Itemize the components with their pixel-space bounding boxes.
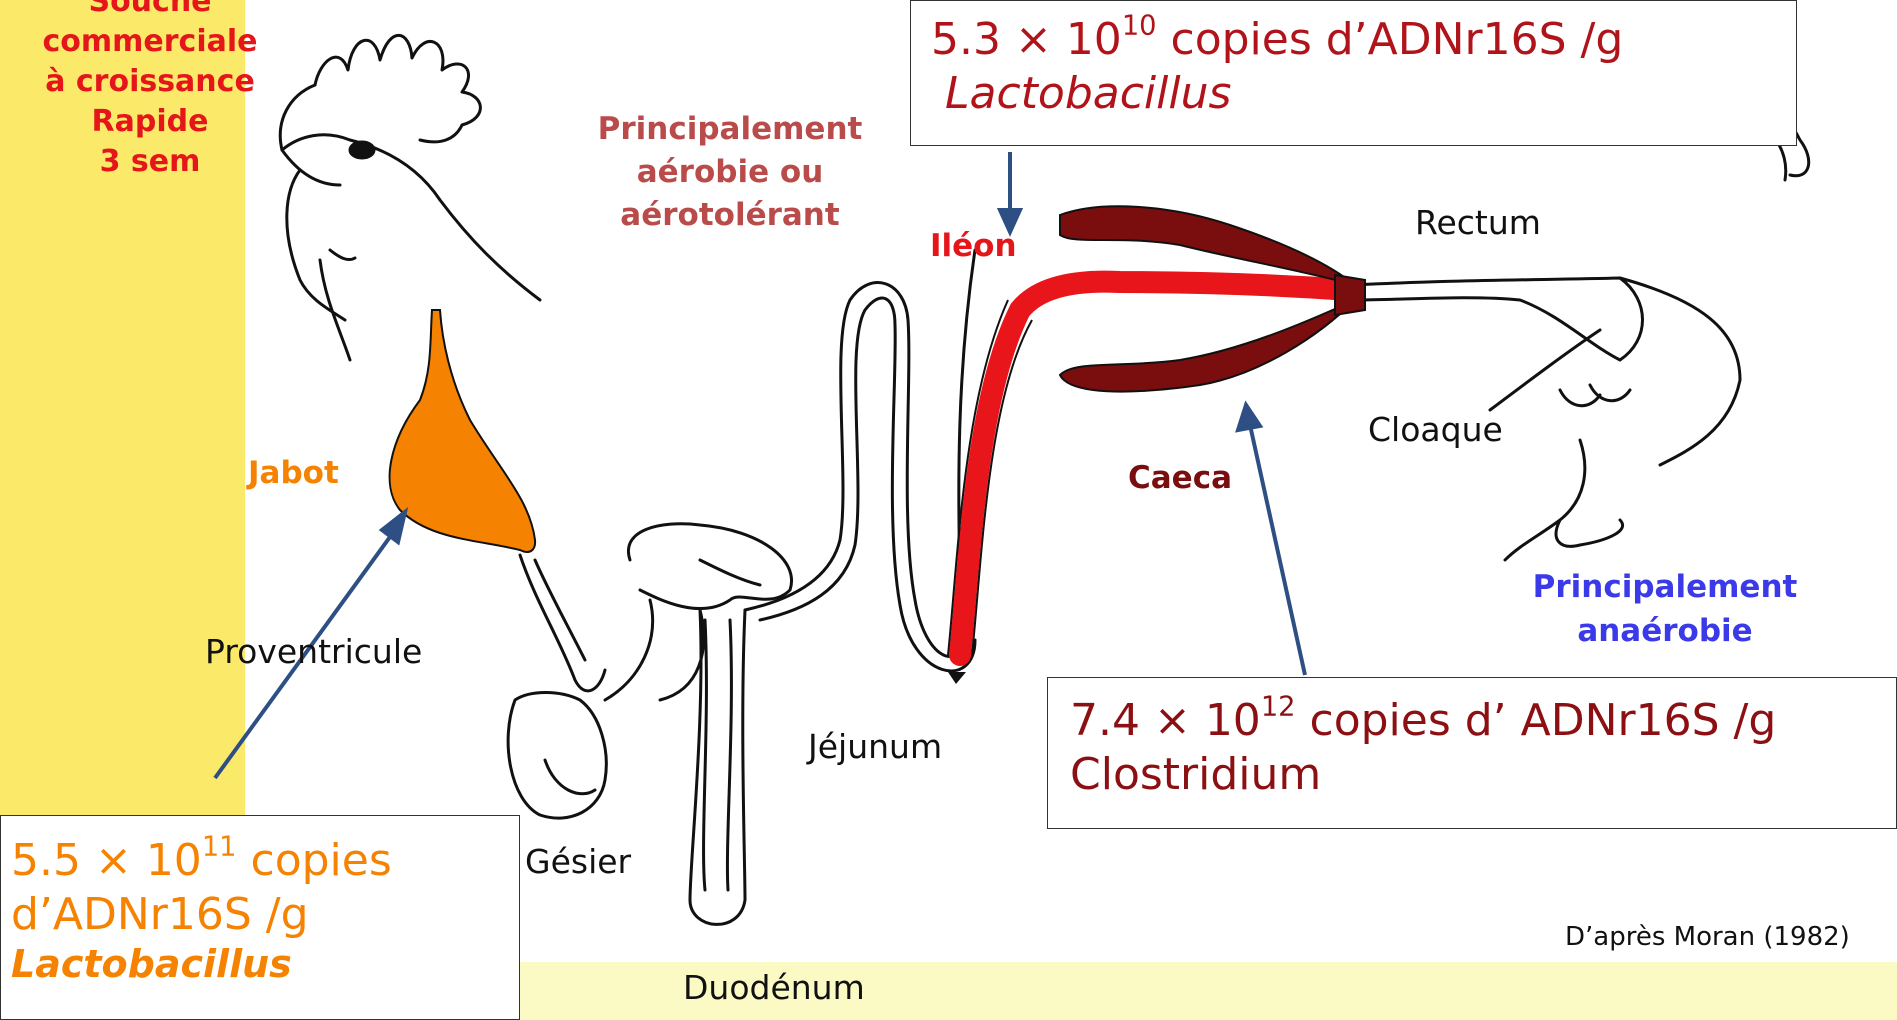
aerobic-line-3: aérotolérant (580, 194, 880, 237)
ileon-count-rest: copies d’ADNr16S /g (1157, 14, 1624, 65)
arrow-caeca (1250, 425, 1305, 675)
ileon-count-exp: 10 (1122, 10, 1157, 41)
caeca-count-line: 7.4 × 1012 copies d’ ADNr16S /g (1070, 694, 1874, 748)
gizzard-inner (545, 760, 595, 794)
leg-outline (1505, 440, 1623, 560)
wattle-detail (330, 250, 355, 260)
organ-label-caeca: Caeca (1128, 460, 1232, 496)
strain-line-2: commerciale (25, 22, 275, 62)
aerobic-line-1: Principalement (580, 108, 880, 151)
strain-label: Souche commerciale à croissance Rapide 3… (25, 0, 275, 182)
organ-label-duodenum: Duodénum (683, 968, 865, 1007)
ileon-count-box: 5.3 × 1010 copies d’ADNr16S /g Lactobaci… (910, 0, 1797, 146)
strain-line-3: à croissance (25, 62, 275, 102)
caeca-taxon: Clostridium (1070, 748, 1874, 802)
anaerobic-line-2: anaérobie (1510, 609, 1820, 653)
pancreas-inner (700, 560, 760, 585)
organ-label-proventricule: Proventricule (205, 632, 422, 671)
gizzard-outline (508, 693, 606, 819)
caeca-count-coef: 7.4 × 10 (1070, 695, 1261, 746)
organ-label-jabot: Jabot (248, 455, 339, 491)
strain-line-4: Rapide (25, 102, 275, 142)
jabot-taxon: Lactobacillus (11, 941, 509, 987)
organ-label-rectum: Rectum (1415, 203, 1541, 242)
source-credit: D’après Moran (1982) (1565, 922, 1850, 952)
anaerobic-zone-label: Principalement anaérobie (1510, 565, 1820, 653)
ileum-tip-icon (948, 672, 966, 684)
jabot-count-exp: 11 (202, 831, 237, 862)
rectum-outline (1355, 278, 1643, 360)
strain-line-1: Souche (25, 0, 275, 22)
jabot-count-line-2: d’ADNr16S /g (11, 888, 509, 942)
jabot-count-box: 5.5 × 1011 copies d’ADNr16S /g Lactobaci… (0, 815, 520, 1020)
ileon-count-line: 5.3 × 1010 copies d’ADNr16S /g (931, 13, 1776, 67)
head-outline (280, 85, 540, 300)
wattle-outline (287, 170, 345, 320)
caeca-count-exp: 12 (1261, 691, 1296, 722)
jabot-count-rest: copies (237, 835, 392, 886)
neck-outline (320, 260, 350, 360)
jejunum-coil (745, 250, 975, 671)
organ-label-gesier: Gésier (525, 842, 631, 881)
comb-outline (315, 35, 480, 142)
jabot-count-line: 5.5 × 1011 copies (11, 834, 509, 888)
eye-icon (350, 142, 374, 158)
ileon-taxon: Lactobacillus (931, 67, 1776, 121)
feathers-detail (1560, 385, 1630, 406)
caeca-count-rest: copies d’ ADNr16S /g (1296, 695, 1777, 746)
organ-label-jejunum: Jéjunum (808, 727, 942, 766)
jabot-count-coef: 5.5 × 10 (11, 835, 202, 886)
organ-label-ileon: Iléon (930, 228, 1017, 264)
beak-outline (282, 150, 340, 185)
ileon-count-coef: 5.3 × 10 (931, 14, 1122, 65)
caeca-count-box: 7.4 × 1012 copies d’ ADNr16S /g Clostrid… (1047, 677, 1897, 829)
aerobic-zone-label: Principalement aérobie ou aérotolérant (580, 108, 880, 237)
caeca-junction (1335, 275, 1365, 315)
organ-label-cloaque: Cloaque (1368, 410, 1503, 449)
arrow-jabot-head (382, 512, 405, 542)
esophagus-outline (520, 555, 605, 691)
aerobic-line-2: aérobie ou (580, 151, 880, 194)
anaerobic-line-1: Principalement (1510, 565, 1820, 609)
crop-jabot (390, 310, 536, 552)
arrow-caeca-head (1238, 405, 1260, 430)
cecum-lower (1060, 300, 1355, 392)
cloaque-pointer (1490, 330, 1600, 410)
strain-line-5: 3 sem (25, 142, 275, 182)
